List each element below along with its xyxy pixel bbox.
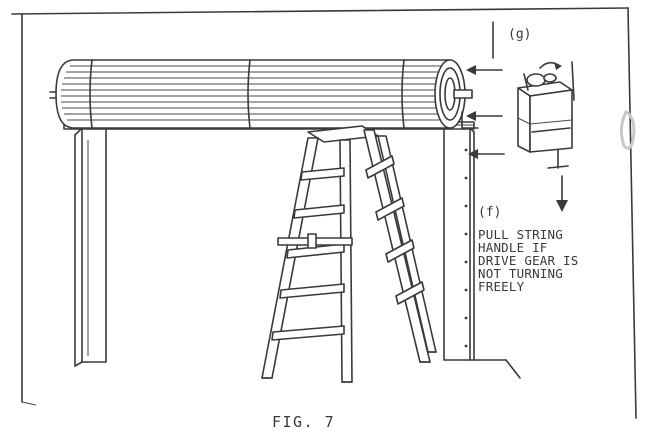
ladder-spreader: [277, 233, 353, 249]
left-jamb: [74, 127, 107, 367]
ladder-front-steps: [271, 167, 345, 341]
detail-arrows: [466, 65, 505, 159]
instruction-note: PULL STRING HANDLE IF DRIVE GEAR IS NOT …: [478, 227, 578, 294]
note-line: FREELY: [478, 279, 525, 294]
page-frame: [11, 7, 637, 419]
ladder-rear-braces: [365, 155, 425, 305]
step-ladder: [261, 125, 437, 383]
jamb-rivets: [464, 148, 468, 348]
note-line: PULL STRING: [478, 227, 563, 242]
callout-f: (f): [478, 205, 501, 220]
gear-box-top-detail: [523, 61, 575, 101]
gear-box: [517, 81, 573, 153]
callout-g: (g): [508, 27, 531, 42]
note-line: NOT TURNING: [478, 266, 563, 281]
figure-caption: FIG. 7: [272, 413, 335, 431]
ladder-feet: [261, 351, 437, 383]
roll-slats: [61, 65, 448, 121]
drive-shaft: [49, 89, 473, 99]
note-line: DRIVE GEAR IS: [478, 253, 578, 268]
floor-line: [473, 359, 521, 379]
note-line: HANDLE IF: [478, 240, 548, 255]
roll-bracket: [461, 111, 479, 129]
roll-bands: [89, 59, 405, 129]
door-roll: [49, 59, 479, 129]
right-jamb: [443, 127, 475, 361]
scan-artifact: [619, 109, 636, 150]
drive-gear-detail: [466, 21, 575, 212]
pull-string: [547, 149, 569, 212]
